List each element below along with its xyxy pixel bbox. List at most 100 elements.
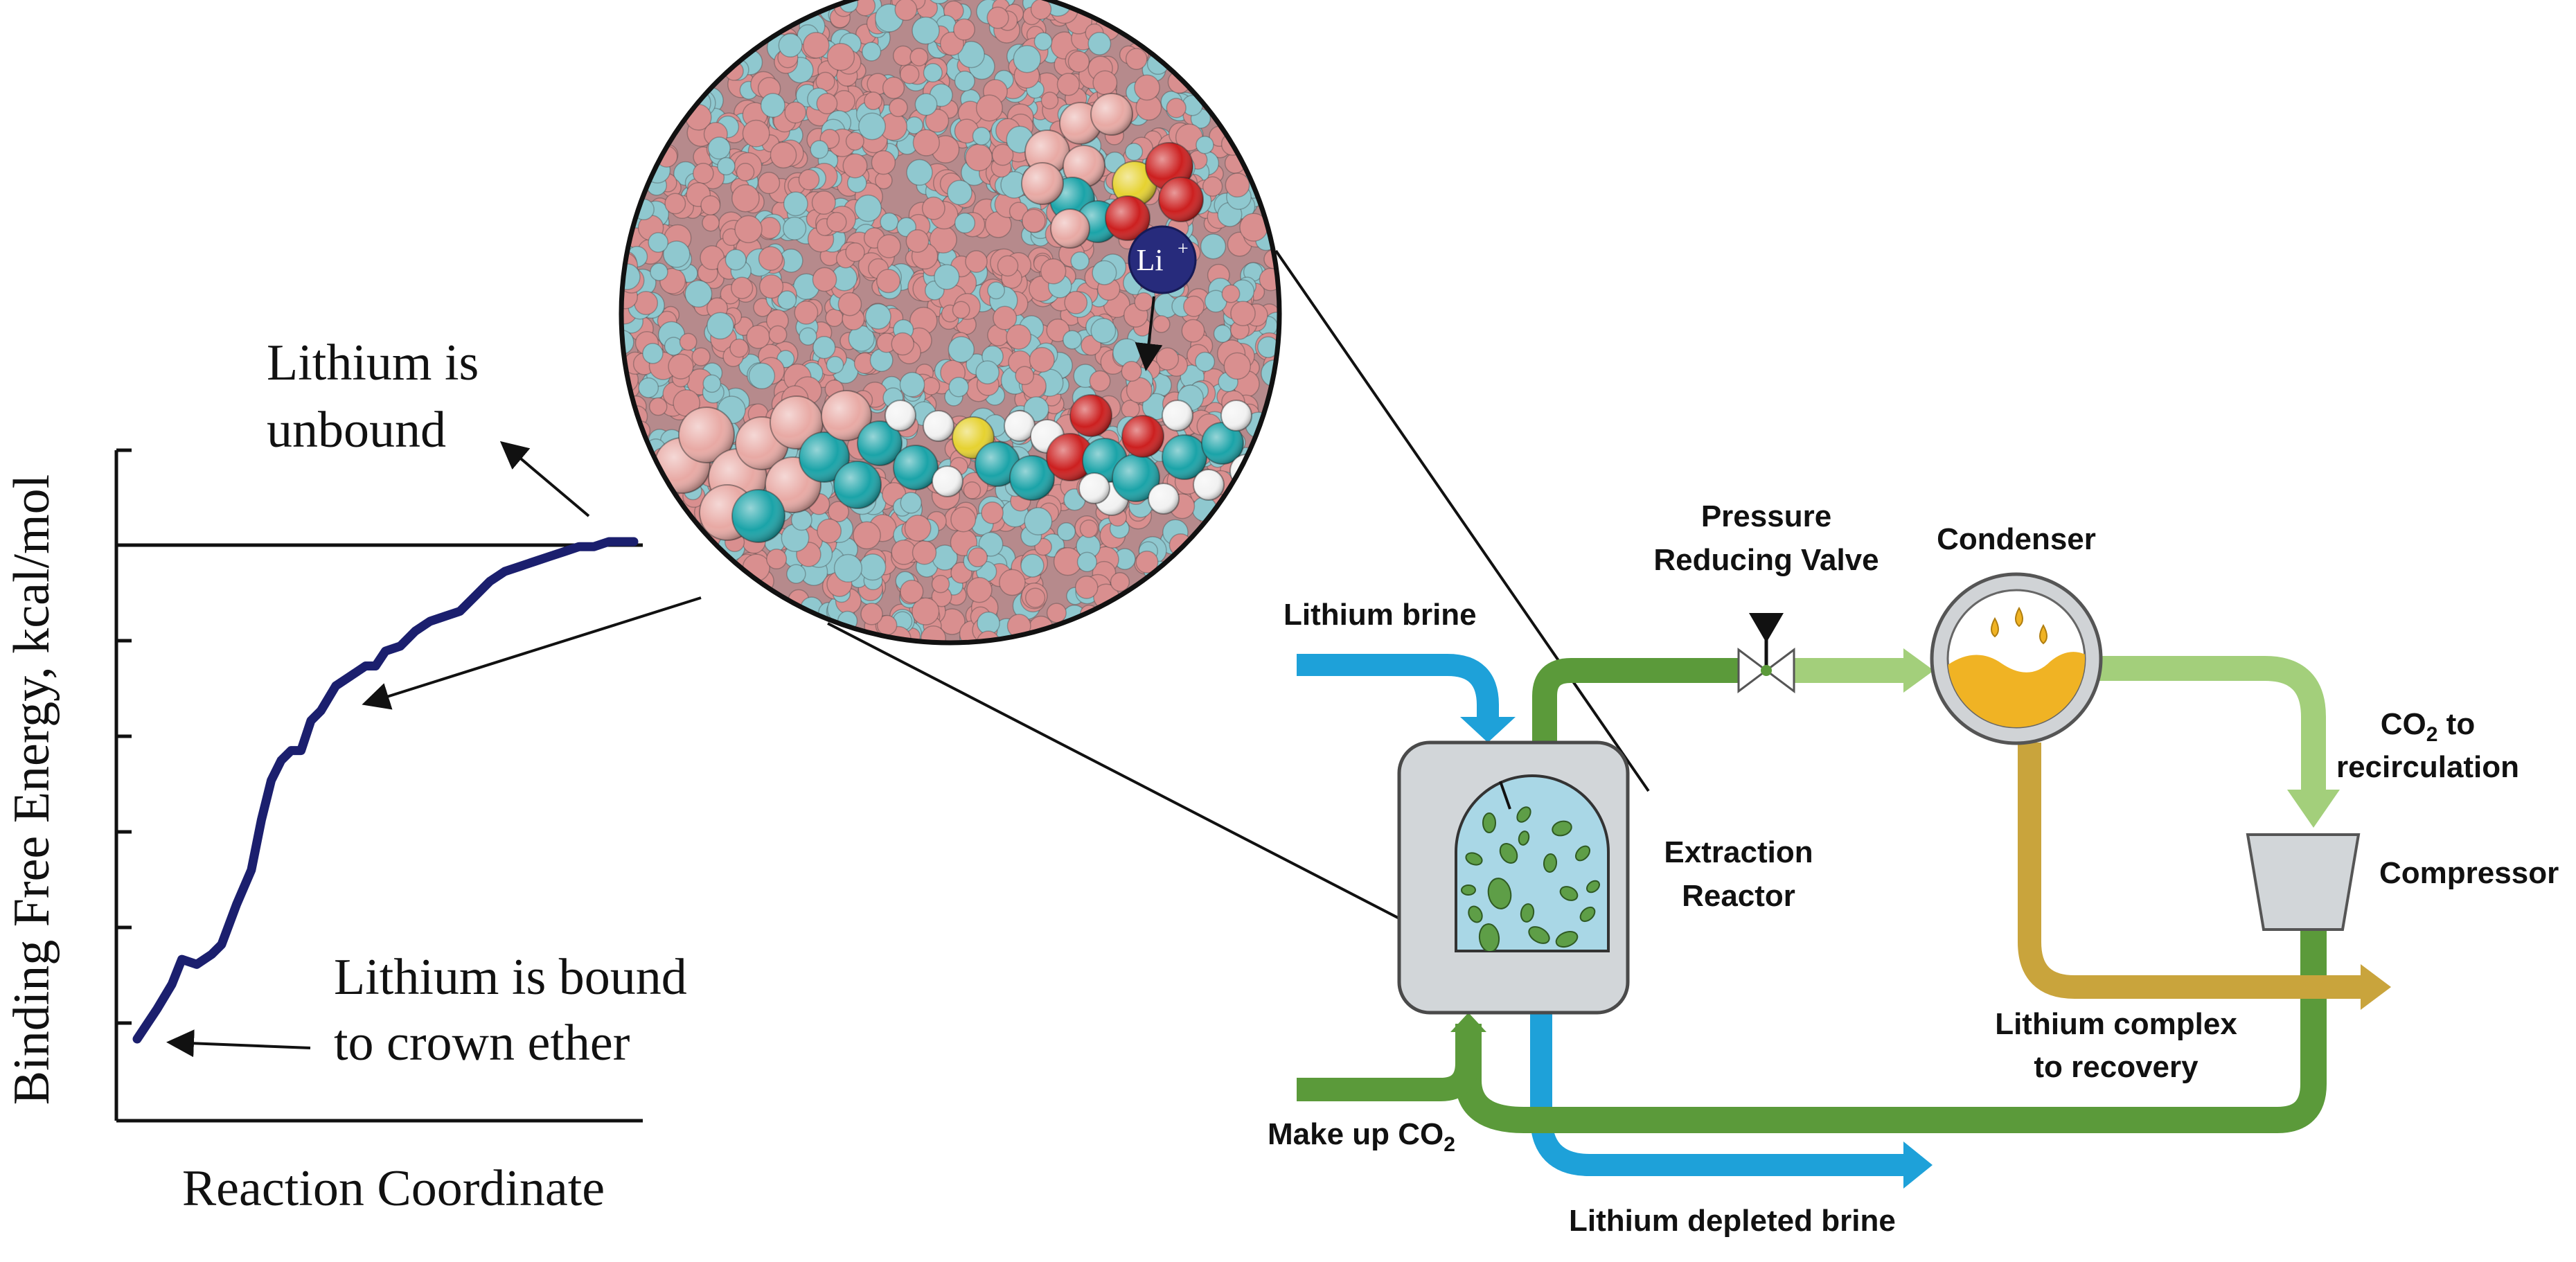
solvent-atom (717, 157, 736, 176)
solvent-atom (1183, 295, 1205, 317)
condenser-label: Condenser (1937, 522, 2096, 556)
solvent-atom (760, 93, 785, 118)
solvent-atom (816, 93, 838, 115)
fluorine-atom (1063, 145, 1105, 188)
ion-arrow (1135, 296, 1163, 371)
solvent-atom (731, 276, 754, 299)
solvent-atom (648, 232, 669, 253)
solvent-atom (758, 246, 783, 272)
solvent-atom (981, 501, 1004, 524)
solvent-atom (999, 569, 1026, 596)
solvent-atom (1056, 73, 1081, 96)
reactor-particle (1499, 843, 1518, 864)
carbon-atom (857, 420, 903, 466)
solvent-atom (1013, 44, 1042, 73)
condensate-drop (2015, 606, 2023, 628)
solvent-atom (798, 169, 820, 190)
co2-recirculation-label-line2: recirculation (2336, 750, 2519, 784)
process-diagram: Lithium brine Pressure Reducing Valve Co… (1268, 499, 2559, 1238)
solvent-atom (802, 31, 830, 59)
solvent-atom (837, 292, 862, 317)
solvent-atom (1020, 553, 1045, 578)
solvent-atom (1169, 533, 1193, 557)
bound-arrow (166, 1029, 311, 1058)
zoom-lines (827, 249, 1650, 945)
co2-recirculation-pipe (2092, 656, 2326, 790)
solvent-atom (1064, 290, 1088, 314)
solvent-atom (757, 171, 781, 195)
solvent-atom (975, 360, 1000, 384)
solvent-atom (811, 190, 836, 215)
solvent-atom (1046, 603, 1067, 623)
solvent-atom (1092, 260, 1117, 285)
solvent-atom (912, 16, 940, 45)
solvent-atom (912, 597, 940, 625)
solvent-atom (1015, 366, 1035, 386)
extraction-reactor (1397, 740, 1630, 1015)
depleted-brine-arrowhead (1903, 1141, 1933, 1189)
solvent-atom (782, 216, 807, 241)
solvent-atom (1089, 370, 1111, 392)
condensate-drop (1991, 616, 1999, 638)
hydrogen-atom (1078, 472, 1110, 504)
solvent-atom (1074, 576, 1099, 599)
condensate-drop (2039, 623, 2048, 645)
solvent-atom (978, 531, 1004, 557)
solvent-atom (817, 518, 842, 544)
solvent-atom (1087, 32, 1112, 55)
solvent-atom (691, 347, 711, 366)
recycle-co2-arrowhead (1450, 1013, 1486, 1032)
solvent-atom (1196, 135, 1214, 154)
x-axis-label: Reaction Coordinate (182, 1160, 605, 1217)
solvent-atom (812, 336, 836, 359)
solvent-atom (742, 119, 770, 148)
lithium-complex-label-line1: Lithium complex (1995, 1007, 2237, 1041)
solvent-atom (965, 250, 988, 273)
solvent-atom (786, 564, 806, 584)
solvent-atom (679, 332, 698, 351)
hydrogen-atom (1193, 469, 1225, 501)
solvent-atom (758, 217, 781, 240)
solvent-atom (947, 179, 972, 206)
fluorine-atom (1059, 102, 1102, 145)
solvent-atom (906, 159, 933, 186)
carbon-atom (1009, 455, 1055, 501)
solvent-atom (746, 325, 770, 349)
solvent-atom (909, 47, 929, 66)
carbon-atom (893, 445, 939, 490)
solvent-atom (957, 41, 985, 69)
solvent-atom (783, 191, 808, 217)
depleted-brine-label: Lithium depleted brine (1569, 1204, 1896, 1238)
hydrogen-atom (1220, 400, 1252, 432)
compressor-label: Compressor (2379, 856, 2559, 890)
solvent-atom (948, 336, 975, 363)
solvent-atom (864, 303, 891, 330)
solvent-atom (845, 242, 865, 263)
carbon-atom (1162, 434, 1207, 480)
solvent-atom (920, 625, 946, 643)
reactor-particle (1579, 906, 1596, 923)
solvent-atom (648, 397, 668, 416)
solvent-atom (986, 6, 1009, 29)
solvent-atom (876, 269, 901, 294)
solvent-atom (784, 101, 807, 124)
co2-recirculation-arrowhead (2287, 790, 2340, 828)
solvent-atom (778, 33, 803, 58)
solvent-atom (1213, 324, 1232, 343)
solvent-atom (899, 64, 920, 85)
lithium-complex-arrowhead (2361, 964, 2391, 1010)
compressor (2246, 833, 2361, 931)
solvent-atom (1022, 208, 1046, 233)
solvent-atom (684, 280, 713, 308)
solvent-atom (826, 211, 847, 233)
fluorine-atom (1024, 130, 1070, 175)
solvent-atom (1092, 70, 1118, 96)
solvent-atom (861, 42, 882, 62)
recycle-co2-pipe (1455, 930, 2327, 1133)
solvent-atom (1079, 519, 1099, 538)
solvent-atom (642, 343, 664, 364)
reactor-particle (1575, 845, 1590, 862)
solvent-atom (900, 579, 924, 604)
solvent-atom (860, 603, 883, 625)
lithium-complex-pipe (2018, 743, 2361, 999)
